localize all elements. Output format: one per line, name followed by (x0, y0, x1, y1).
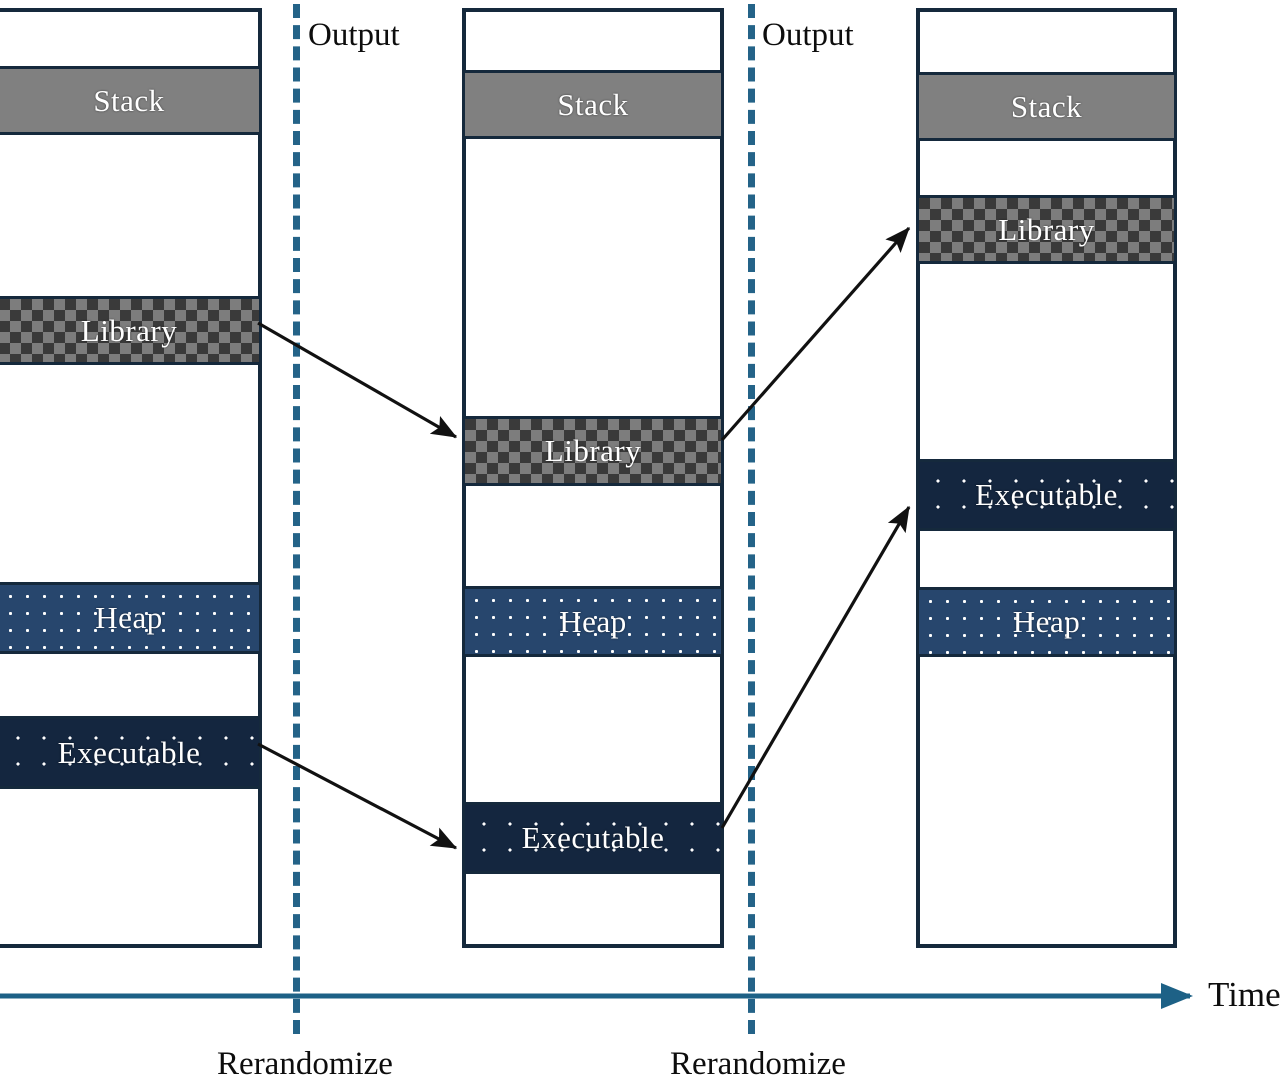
memory-region-executable-2: Executable (465, 802, 721, 874)
memory-region-label: Executable (975, 477, 1118, 512)
migration-arrow-library-1-to-2 (257, 321, 458, 439)
memory-region-heap-3: Heap (919, 587, 1174, 657)
memory-region-executable-3: Executable (919, 459, 1174, 531)
memory-region-label: Library (998, 211, 1095, 247)
memory-region-heap-1: Heap (0, 582, 259, 654)
memory-region-library-2: Library (465, 416, 721, 486)
memory-region-stack-1: Stack (0, 66, 259, 135)
memory-region-label: Stack (93, 82, 165, 118)
memory-region-label: Library (544, 433, 642, 468)
memory-region-label: Executable (521, 820, 665, 855)
memory-region-library-3: Library (919, 195, 1174, 264)
address-space-snapshot-1: Stack Library Heap Executable (0, 8, 262, 948)
time-axis-label: Time (1208, 975, 1281, 1014)
memory-region-label: Heap (1012, 604, 1081, 639)
address-space-snapshot-3: Stack Library Executable Heap (916, 8, 1177, 948)
memory-region-label: Library (80, 312, 178, 348)
memory-region-stack-3: Stack (919, 72, 1174, 141)
memory-region-stack-2: Stack (465, 70, 721, 139)
address-space-snapshot-2: Stack Library Heap Executable (462, 8, 724, 948)
memory-region-executable-1: Executable (0, 716, 259, 789)
memory-region-library-1: Library (0, 296, 259, 365)
memory-region-label: Heap (95, 600, 163, 635)
rerandomize-label-2: Rerandomize (670, 1046, 846, 1081)
memory-region-label: Stack (557, 86, 629, 122)
output-label-2: Output (762, 17, 854, 53)
migration-arrow-executable-1-to-2 (257, 742, 458, 850)
memory-region-heap-2: Heap (465, 586, 721, 657)
rerandomize-divider-1 (293, 4, 300, 1034)
rerandomize-label-1: Rerandomize (217, 1046, 393, 1081)
memory-region-label: Executable (57, 734, 201, 770)
output-label-1: Output (308, 17, 400, 53)
memory-region-label: Heap (559, 603, 627, 639)
memory-region-label: Stack (1010, 88, 1083, 124)
rerandomize-divider-2 (748, 4, 755, 1034)
